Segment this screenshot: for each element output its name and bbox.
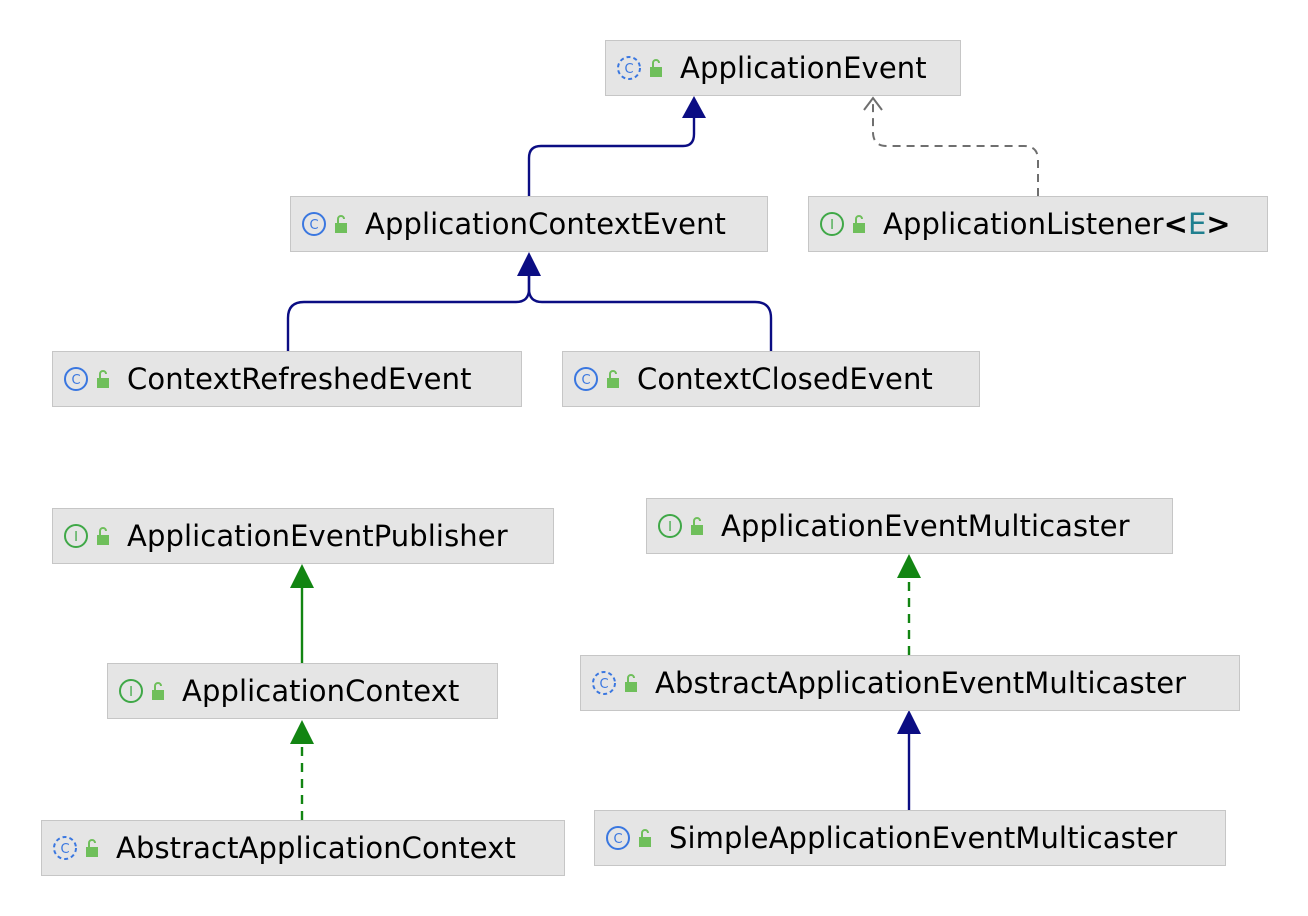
extends-arrowhead	[682, 96, 706, 118]
node-label: ApplicationEventMulticaster	[721, 509, 1130, 543]
unlocked-access-icon	[607, 370, 619, 388]
svg-text:C: C	[613, 832, 622, 847]
class-icon: C	[606, 826, 630, 850]
interface-icon: I	[119, 679, 143, 703]
svg-text:C: C	[624, 62, 633, 77]
node-application-context[interactable]: I ApplicationContext	[107, 663, 498, 719]
node-label: ApplicationContext	[182, 674, 460, 708]
svg-text:C: C	[71, 373, 80, 388]
node-application-event-multicaster[interactable]: I ApplicationEventMulticaster	[646, 498, 1173, 554]
node-context-closed-event[interactable]: C ContextClosedEvent	[562, 351, 980, 407]
abstract-class-icon: C	[617, 56, 641, 80]
interface-icon: I	[658, 514, 682, 538]
unlocked-access-icon	[853, 215, 865, 233]
svg-text:I: I	[74, 530, 78, 545]
svg-text:I: I	[668, 520, 672, 535]
unlocked-access-icon	[97, 370, 109, 388]
node-label: ApplicationEventPublisher	[127, 519, 508, 553]
abstract-class-icon: C	[53, 836, 77, 860]
svg-text:C: C	[599, 677, 608, 692]
node-application-event-publisher[interactable]: I ApplicationEventPublisher	[52, 508, 554, 564]
unlocked-access-icon	[625, 674, 637, 692]
extends-arrowhead	[897, 710, 921, 734]
node-label: ApplicationEvent	[680, 51, 927, 85]
interface-icon: I	[64, 524, 88, 548]
implements-arrowhead	[290, 720, 314, 744]
node-label: AbstractApplicationContext	[116, 831, 516, 865]
type-parameter-name: E	[1187, 207, 1207, 241]
node-label: AbstractApplicationEventMulticaster	[655, 666, 1187, 700]
node-label: ContextRefreshedEvent	[127, 362, 472, 396]
unlocked-access-icon	[639, 829, 651, 847]
implements-arrowhead	[897, 554, 921, 578]
node-label: SimpleApplicationEventMulticaster	[669, 821, 1178, 855]
extends-arrowhead	[517, 252, 541, 276]
svg-text:I: I	[830, 218, 834, 233]
svg-text:I: I	[129, 685, 133, 700]
dependency-arrowhead	[863, 96, 883, 111]
node-simple-application-event-multicaster[interactable]: C SimpleApplicationEventMulticaster	[594, 810, 1226, 866]
unlocked-access-icon	[650, 59, 662, 77]
abstract-class-icon: C	[592, 671, 616, 695]
node-label: ApplicationContextEvent	[365, 207, 727, 241]
unlocked-access-icon	[86, 839, 98, 857]
type-parameter: <E>	[1163, 207, 1231, 241]
svg-text:C: C	[60, 842, 69, 857]
edge-context-event-to-application-event	[527, 118, 696, 196]
edge-refreshed-to-context-event	[286, 276, 531, 351]
unlocked-access-icon	[335, 215, 347, 233]
edge-listener-to-application-event	[872, 99, 1039, 196]
svg-text:C: C	[309, 218, 318, 233]
unlocked-access-icon	[97, 527, 109, 545]
class-icon: C	[64, 367, 88, 391]
node-label: ContextClosedEvent	[637, 362, 933, 396]
node-application-event[interactable]: C ApplicationEvent	[605, 40, 961, 96]
node-context-refreshed-event[interactable]: C ContextRefreshedEvent	[52, 351, 522, 407]
unlocked-access-icon	[691, 517, 703, 535]
node-application-context-event[interactable]: C ApplicationContextEvent	[290, 196, 768, 252]
node-abstract-application-event-multicaster[interactable]: C AbstractApplicationEventMulticaster	[580, 655, 1240, 711]
edge-closed-to-context-event	[527, 276, 773, 351]
interface-icon: I	[820, 212, 844, 236]
node-application-listener[interactable]: I ApplicationListener<E>	[808, 196, 1268, 252]
implements-arrowhead	[290, 564, 314, 588]
class-icon: C	[574, 367, 598, 391]
unlocked-access-icon	[152, 682, 164, 700]
class-icon: C	[302, 212, 326, 236]
node-label: ApplicationListener	[883, 207, 1164, 241]
svg-text:C: C	[581, 373, 590, 388]
node-abstract-application-context[interactable]: C AbstractApplicationContext	[41, 820, 565, 876]
